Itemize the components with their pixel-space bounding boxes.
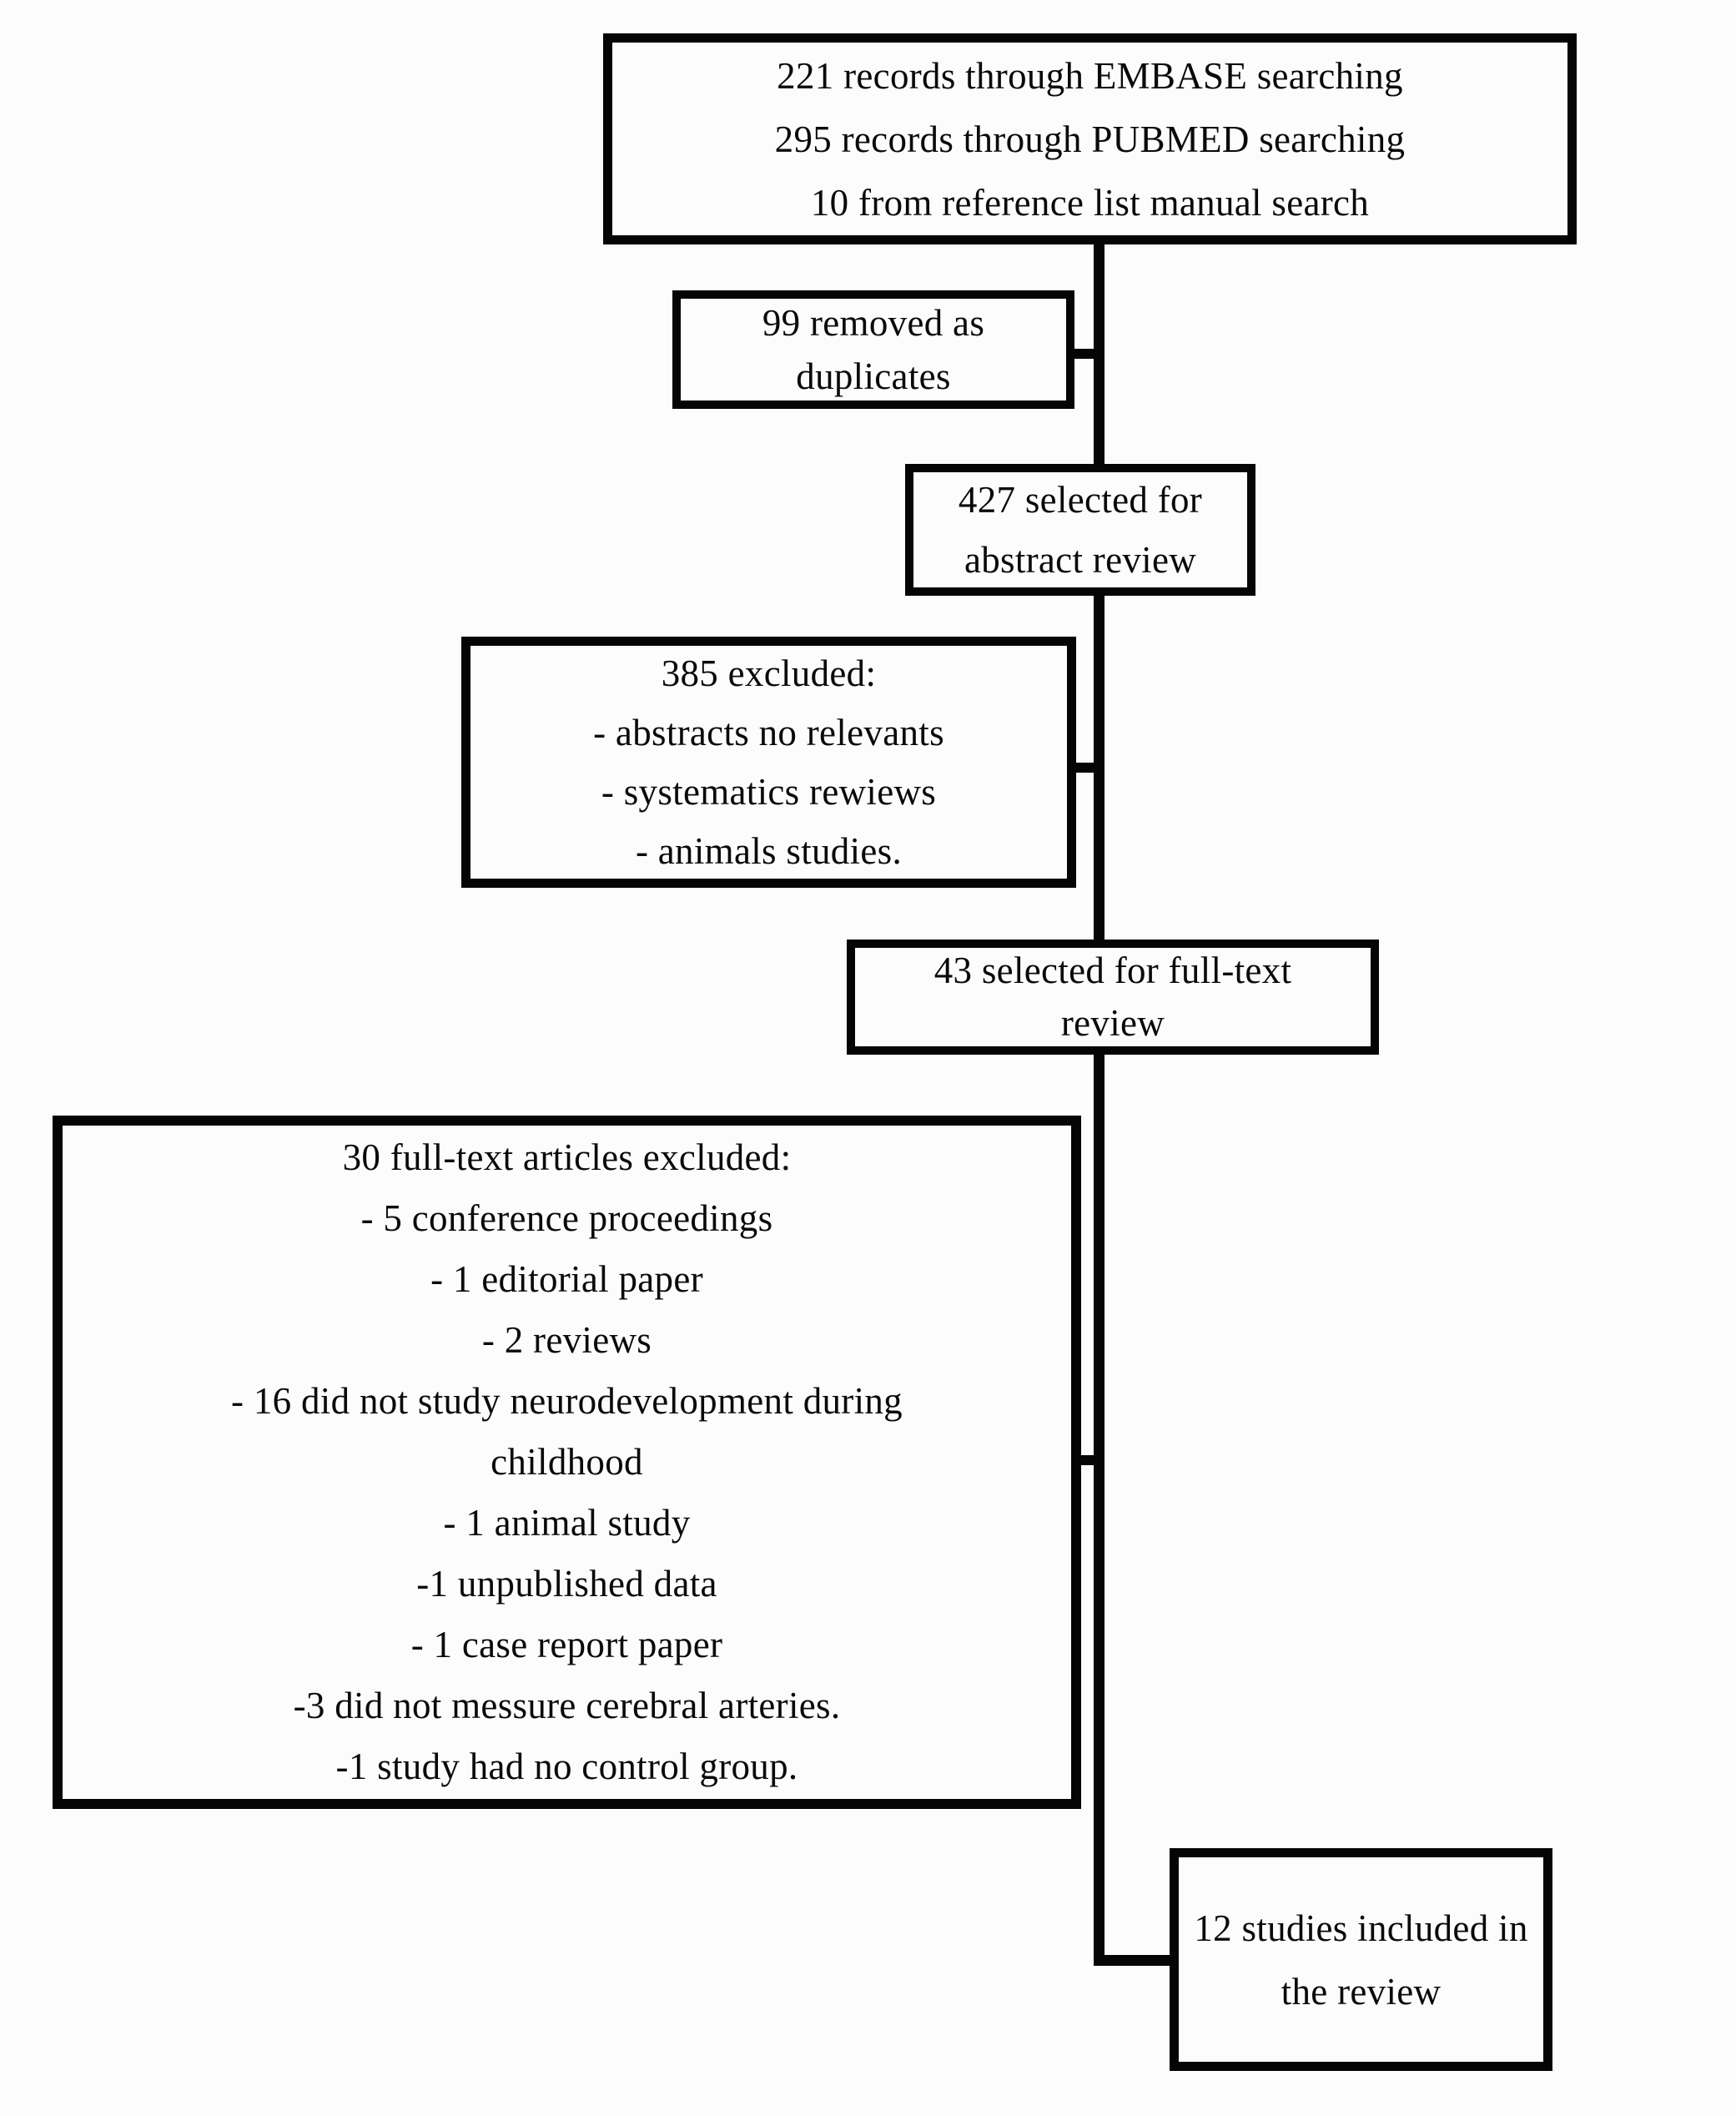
connector-trunk-line — [1094, 243, 1104, 1965]
flow-text-line: 10 from reference list manual search — [810, 181, 1370, 224]
flow-text-line: duplicates — [796, 355, 951, 397]
flow-text-line: 295 records through PUBMED searching — [774, 118, 1406, 160]
flow-text-line: 427 selected for — [958, 479, 1203, 521]
connector-elbow-to-included — [1094, 1955, 1175, 1966]
flow-text-line: - systematics rewiews — [601, 770, 937, 813]
flow-text-line: abstract review — [964, 539, 1197, 581]
flow-text-line: 99 removed as — [762, 302, 985, 344]
box-studies-included: 12 studies included in the review — [1170, 1848, 1552, 2071]
box-fulltext-excluded: 30 full-text articles excluded: - 5 conf… — [53, 1116, 1081, 1809]
flow-text-line: - 1 case report paper — [410, 1624, 723, 1665]
flow-text-line: 385 excluded: — [661, 652, 877, 694]
flow-text-line: - abstracts no relevants — [593, 711, 944, 753]
flow-text-line: - 5 conference proceedings — [360, 1197, 773, 1239]
flow-text-line: review — [1060, 1002, 1165, 1044]
box-duplicates-removed: 99 removed as duplicates — [672, 290, 1074, 409]
box-records-identified: 221 records through EMBASE searching 295… — [603, 33, 1577, 244]
connector-stub-abstract-excluded — [1071, 763, 1096, 773]
flow-text-line: 221 records through EMBASE searching — [777, 54, 1403, 97]
flow-text-line: 30 full-text articles excluded: — [342, 1136, 792, 1178]
flow-text-line: -1 unpublished data — [416, 1563, 717, 1605]
box-abstract-review: 427 selected for abstract review — [905, 464, 1255, 596]
flow-text-line: childhood — [491, 1441, 643, 1483]
flow-text-line: - 2 reviews — [481, 1319, 652, 1361]
flow-text-line: - 16 did not study neurodevelopment duri… — [231, 1380, 903, 1422]
box-abstracts-excluded: 385 excluded: - abstracts no relevants -… — [461, 637, 1076, 888]
flow-text-line: - 1 editorial paper — [430, 1258, 703, 1300]
flow-text-line: 12 studies included in — [1194, 1907, 1528, 1949]
connector-stub-fulltext-excluded — [1078, 1455, 1096, 1465]
flow-text-line: the review — [1281, 1970, 1442, 2013]
flow-text-line: - animals studies. — [635, 829, 903, 872]
box-fulltext-review: 43 selected for full-text review — [847, 940, 1379, 1055]
flow-text-line: -1 study had no control group. — [335, 1746, 798, 1787]
flow-text-line: 43 selected for full-text — [933, 950, 1292, 991]
flow-text-line: -3 did not messure cerebral arteries. — [293, 1685, 841, 1726]
flow-text-line: - 1 animal study — [443, 1502, 691, 1544]
connector-stub-duplicates — [1071, 349, 1096, 359]
